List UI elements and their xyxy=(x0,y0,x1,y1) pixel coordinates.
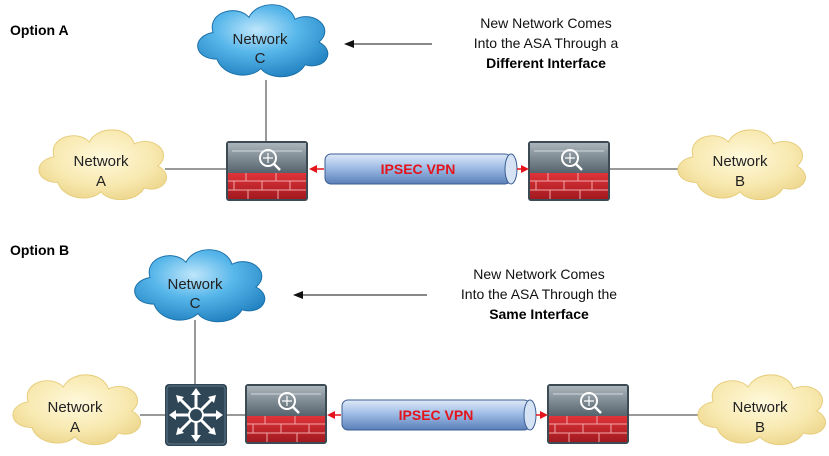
cloud-label-line1: Network xyxy=(73,153,129,170)
red-arrow-icon xyxy=(540,411,548,419)
vpn-label: IPSEC VPN xyxy=(399,407,474,423)
cloud-label-line2: B xyxy=(735,173,745,190)
cloud-network-a-a: Network A xyxy=(38,129,168,201)
red-arrow-icon xyxy=(309,165,317,173)
cloud-network-c-a: Network C xyxy=(197,4,329,78)
cloud-label-line2: C xyxy=(255,50,266,67)
vpn-label: IPSEC VPN xyxy=(381,161,456,177)
cloud-label-line1: Network xyxy=(167,276,223,293)
cloud-label-line1: Network xyxy=(47,399,103,416)
cloud-label-line1: Network xyxy=(712,153,768,170)
cloud-label-line2: C xyxy=(190,295,201,312)
note-b-bold: Same Interface xyxy=(489,306,589,322)
cloud-network-c-b: Network C xyxy=(134,249,266,323)
firewall-icon xyxy=(526,139,612,203)
vpn-tunnel-a: IPSEC VPN xyxy=(309,153,529,185)
layer3-switch-icon xyxy=(163,382,229,448)
firewall-icon xyxy=(243,382,329,446)
cloud-network-a-b: Network A xyxy=(12,374,142,446)
note-a-line2: Into the ASA Through a xyxy=(474,35,619,51)
cloud-label-line2: A xyxy=(70,419,80,436)
note-a-bold: Different Interface xyxy=(486,55,606,71)
red-arrow-icon xyxy=(521,165,529,173)
note-b-line2: Into the ASA Through the xyxy=(461,286,617,302)
red-arrow-icon xyxy=(327,411,335,419)
cloud-network-b-b: Network B xyxy=(697,374,827,446)
cloud-label-line2: A xyxy=(96,173,106,190)
note-a-line1: New Network Comes xyxy=(480,15,611,31)
option-a-heading: Option A xyxy=(10,22,69,38)
vpn-tunnel-b: IPSEC VPN xyxy=(327,399,548,431)
cloud-network-b-a: Network B xyxy=(677,129,807,201)
cloud-label-line1: Network xyxy=(232,31,288,48)
arrow-left-icon xyxy=(344,40,354,48)
firewall-icon xyxy=(224,139,310,203)
arrow-left-icon xyxy=(293,291,303,299)
cloud-label-line2: B xyxy=(755,419,765,436)
cloud-label-line1: Network xyxy=(732,399,788,416)
option-b-heading: Option B xyxy=(10,242,69,258)
note-b-line1: New Network Comes xyxy=(473,266,604,282)
firewall-icon xyxy=(545,382,631,446)
